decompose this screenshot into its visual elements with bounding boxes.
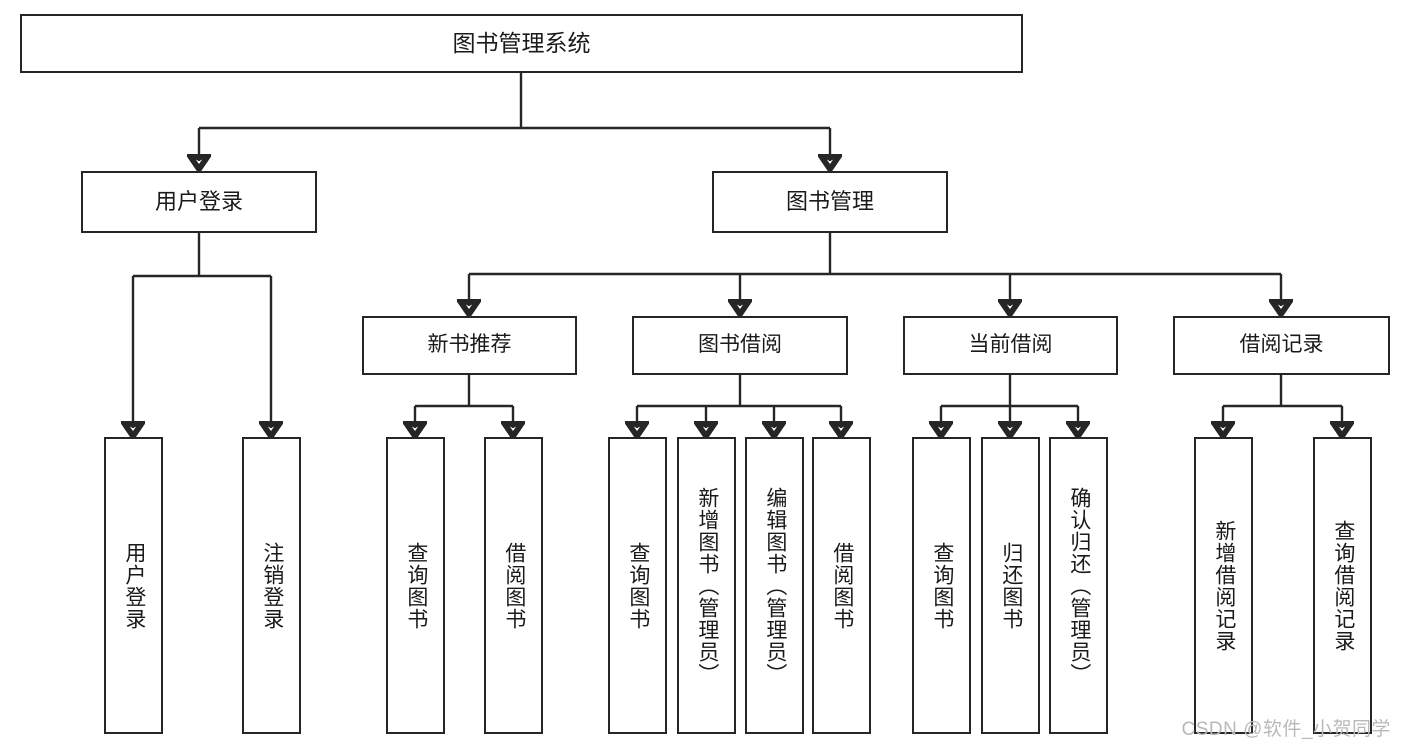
node-label: 当前借阅 bbox=[968, 333, 1053, 357]
node-label: 查询图书 bbox=[404, 541, 428, 630]
leaf-new-book-borrow-book[interactable]: 借阅图书 bbox=[484, 437, 543, 734]
node-label: 归还图书 bbox=[999, 541, 1023, 630]
node-label: 编辑图书（管理员） bbox=[763, 486, 787, 685]
node-root-book-management-system[interactable]: 图书管理系统 bbox=[20, 14, 1023, 73]
leaf-borrow-record-query-record[interactable]: 查询借阅记录 bbox=[1313, 437, 1372, 734]
node-book-borrow[interactable]: 图书借阅 bbox=[632, 316, 848, 375]
node-new-book-recommend[interactable]: 新书推荐 bbox=[362, 316, 577, 375]
watermark: CSDN @软件_小贺同学 bbox=[1181, 719, 1391, 740]
leaf-book-borrow-edit-book-admin[interactable]: 编辑图书（管理员） bbox=[745, 437, 804, 734]
node-label: 用户登录 bbox=[122, 541, 146, 630]
leaf-user-login-logout[interactable]: 注销登录 bbox=[242, 437, 301, 734]
leaf-current-borrow-query-book[interactable]: 查询图书 bbox=[912, 437, 971, 734]
node-label: 图书管理 bbox=[785, 189, 874, 215]
node-user-login[interactable]: 用户登录 bbox=[81, 171, 317, 233]
leaf-current-borrow-return-book[interactable]: 归还图书 bbox=[981, 437, 1040, 734]
leaf-book-borrow-borrow-book[interactable]: 借阅图书 bbox=[812, 437, 871, 734]
leaf-borrow-record-add-record[interactable]: 新增借阅记录 bbox=[1194, 437, 1253, 734]
node-label: 查询图书 bbox=[626, 541, 650, 630]
node-label: 图书借阅 bbox=[698, 333, 782, 357]
node-label: 借阅记录 bbox=[1239, 333, 1324, 357]
leaf-new-book-query-book[interactable]: 查询图书 bbox=[386, 437, 445, 734]
leaf-user-login-login[interactable]: 用户登录 bbox=[104, 437, 163, 734]
node-label: 确认归还（管理员） bbox=[1067, 486, 1091, 685]
leaf-current-borrow-confirm-return-admin[interactable]: 确认归还（管理员） bbox=[1049, 437, 1108, 734]
node-label: 查询图书 bbox=[930, 541, 954, 630]
node-current-borrow[interactable]: 当前借阅 bbox=[903, 316, 1118, 375]
node-label: 查询借阅记录 bbox=[1331, 519, 1355, 652]
node-borrow-record[interactable]: 借阅记录 bbox=[1173, 316, 1390, 375]
node-book-management[interactable]: 图书管理 bbox=[712, 171, 948, 233]
leaf-book-borrow-add-book-admin[interactable]: 新增图书（管理员） bbox=[677, 437, 736, 734]
leaf-book-borrow-query-book[interactable]: 查询图书 bbox=[608, 437, 667, 734]
node-label: 借阅图书 bbox=[830, 541, 854, 630]
node-label: 新增图书（管理员） bbox=[695, 486, 719, 685]
node-label: 借阅图书 bbox=[502, 541, 526, 630]
node-label: 用户登录 bbox=[154, 189, 243, 215]
node-label: 注销登录 bbox=[260, 541, 284, 630]
node-label: 新书推荐 bbox=[427, 333, 512, 357]
node-label: 图书管理系统 bbox=[452, 29, 591, 56]
node-label: 新增借阅记录 bbox=[1212, 519, 1236, 652]
